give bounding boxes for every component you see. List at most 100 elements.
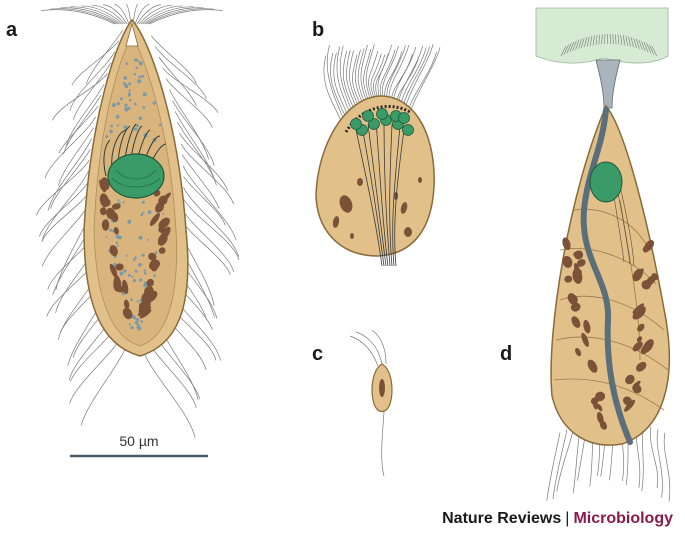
granule — [571, 316, 581, 328]
vacuole-dot — [139, 278, 143, 282]
vacuole-dot — [135, 123, 139, 128]
host-fringe-line — [560, 45, 567, 57]
vacuole-dot — [132, 258, 136, 262]
granule — [394, 192, 398, 200]
cilium — [52, 73, 108, 121]
host-fringe-line — [646, 43, 652, 54]
vacuole-dot — [116, 244, 119, 247]
nucleus-a — [107, 153, 165, 199]
host-fringe-line — [638, 39, 643, 50]
granule — [111, 203, 121, 210]
cell-d — [535, 7, 671, 502]
vacuole-dot — [162, 212, 165, 215]
vacuole-dot — [123, 125, 128, 130]
granule — [595, 391, 606, 402]
host-fringe-line — [633, 37, 637, 49]
granule — [645, 276, 655, 287]
cilium — [91, 4, 126, 25]
granule — [158, 247, 166, 254]
host-fringe-line — [641, 40, 646, 52]
vacuole-dot — [133, 127, 136, 130]
cilium — [172, 100, 215, 166]
micronucleus — [368, 118, 380, 130]
vacuole-dot — [119, 271, 124, 276]
cilium — [41, 9, 116, 25]
granule — [101, 219, 110, 231]
granule — [404, 227, 412, 237]
host-fringe-line — [620, 34, 623, 45]
vacuole-dot — [134, 102, 137, 106]
cilium — [35, 159, 90, 216]
granule — [593, 401, 599, 410]
vacuole-dot — [143, 269, 146, 272]
cilium — [72, 62, 112, 120]
cilium — [150, 35, 197, 84]
micronucleus — [350, 118, 362, 130]
granule — [155, 201, 165, 213]
cilium — [177, 122, 217, 186]
cilia-a — [35, 3, 240, 438]
cilium — [38, 181, 89, 237]
granule — [573, 250, 583, 258]
vacuole-dot — [132, 279, 136, 283]
journal-credit: Nature Reviews|Microbiology — [442, 510, 673, 528]
micronucleus — [362, 110, 374, 122]
cilium — [169, 89, 209, 160]
panel-label-d: d — [500, 343, 512, 365]
cilium — [182, 197, 240, 261]
granule — [562, 255, 573, 268]
vacuole-dot — [141, 74, 145, 78]
granule — [651, 273, 659, 281]
cell-b-body — [315, 95, 435, 257]
vacuole-dot — [128, 323, 131, 326]
cilium — [162, 67, 219, 114]
granule — [103, 198, 111, 207]
granule — [599, 420, 608, 430]
vacuole-dot — [137, 59, 140, 63]
vacuole-dot — [117, 199, 120, 202]
granule — [357, 178, 363, 186]
cilium — [47, 138, 92, 211]
vacuole-dot — [122, 201, 125, 204]
granule — [141, 305, 151, 317]
vacuole-dot — [142, 92, 147, 97]
credit-separator: | — [565, 510, 570, 527]
host-fringe-line — [595, 34, 598, 45]
cilium — [174, 111, 215, 181]
granule — [113, 226, 119, 235]
cilium — [58, 127, 94, 186]
panel-label-c: c — [312, 343, 323, 365]
cilium — [142, 6, 194, 25]
scale-bar-label: 50 µm — [119, 433, 158, 449]
vacuole-dot — [115, 241, 119, 244]
vacuole-dot — [132, 316, 136, 320]
host-fringe-line — [635, 38, 640, 49]
host-surface-fringe — [560, 33, 658, 57]
cilium — [140, 5, 184, 25]
cilium — [41, 192, 89, 243]
cilium — [154, 46, 207, 100]
cell-d-body — [550, 104, 671, 446]
cell-a — [35, 3, 240, 438]
granule — [562, 237, 571, 251]
vacuole-dot — [137, 79, 142, 84]
cilium — [80, 344, 128, 426]
vacuole-dot — [121, 292, 125, 296]
vacuole-dot — [124, 103, 128, 107]
vacuole-dot — [137, 326, 142, 331]
host-fringe-line — [584, 37, 588, 48]
vacuole-dot — [138, 262, 142, 267]
vacuole-dot — [105, 235, 108, 238]
vacuole-dot — [115, 234, 120, 239]
vacuole-dot — [128, 82, 132, 86]
vacuole-dot — [124, 107, 129, 112]
granule — [161, 218, 169, 227]
granule — [100, 177, 110, 191]
granule — [122, 307, 133, 320]
granule — [638, 268, 644, 276]
granule — [632, 341, 643, 352]
host-fringe-line — [563, 44, 569, 55]
granules-d — [562, 237, 659, 430]
granule — [567, 293, 577, 304]
nucleus-d — [589, 161, 623, 203]
